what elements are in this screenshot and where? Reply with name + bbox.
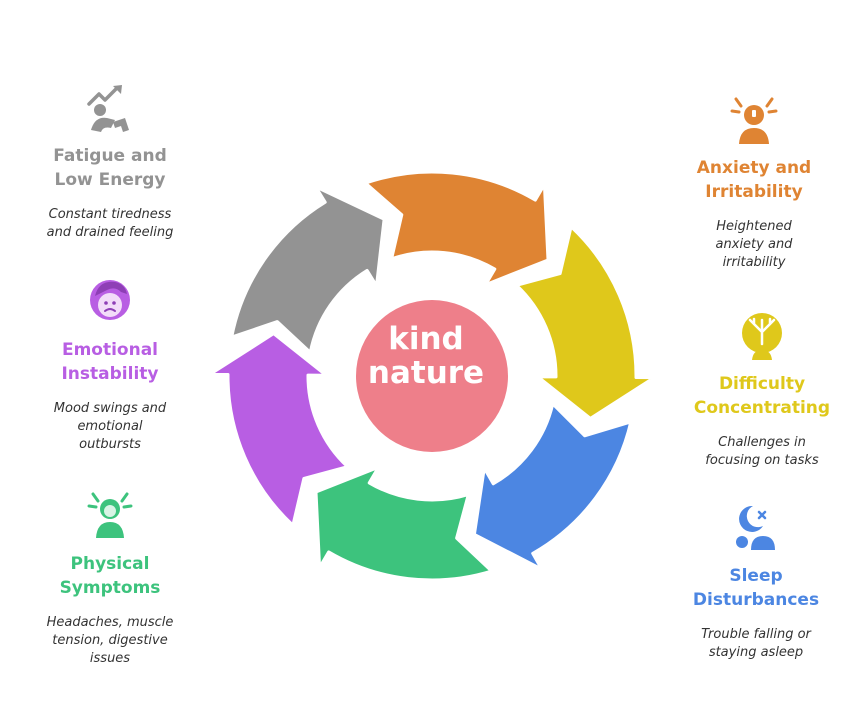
sleep-description: Trouble falling or staying asleep <box>701 627 811 660</box>
fatigue-arrow <box>230 185 386 354</box>
exhausted-person-icon <box>87 85 129 132</box>
emotional-description: Mood swings and emotional outbursts <box>53 401 167 452</box>
sleep-title: Sleep Disturbances <box>692 566 820 610</box>
anxiety-description: Heightened anxiety and irritability <box>715 219 793 270</box>
physical-title: Physical Symptoms <box>59 554 161 598</box>
fatigue-block: Fatigue and Low Energy Constant tirednes… <box>20 82 200 242</box>
physical-block: Physical Symptoms Headaches, muscle tens… <box>20 488 200 668</box>
concentration-title: Difficulty Concentrating <box>693 374 831 418</box>
sleep-arrow <box>472 402 633 571</box>
sleep-block: Sleep Disturbances Trouble falling or st… <box>666 502 846 662</box>
physical-description: Headaches, muscle tension, digestive iss… <box>46 615 174 666</box>
concentration-block: Difficulty Concentrating Challenges in f… <box>674 310 850 470</box>
emotional-block: Emotional Instability Mood swings and em… <box>20 274 200 454</box>
tense-person-icon <box>87 492 133 538</box>
emotional-arrow <box>208 332 349 527</box>
concentration-description: Challenges in focusing on tasks <box>705 435 819 468</box>
fatigue-description: Constant tiredness and drained feeling <box>46 207 174 240</box>
emotional-face-icon <box>90 280 130 320</box>
center-circle <box>356 300 508 452</box>
anxiety-title: Anxiety and Irritability <box>696 158 812 202</box>
anxiety-arrow <box>364 170 550 287</box>
emotional-title: Emotional Instability <box>61 340 159 384</box>
physical-arrow <box>314 465 494 582</box>
anxiety-block: Anxiety and Irritability Heightened anxi… <box>664 94 844 272</box>
sleepless-icon <box>736 505 775 550</box>
fatigue-title: Fatigue and Low Energy <box>53 146 167 190</box>
concentration-arrow <box>515 225 656 420</box>
kind-nature-logo: kind nature <box>367 321 485 391</box>
stressed-person-icon <box>730 97 778 144</box>
scattered-mind-icon <box>742 313 782 360</box>
